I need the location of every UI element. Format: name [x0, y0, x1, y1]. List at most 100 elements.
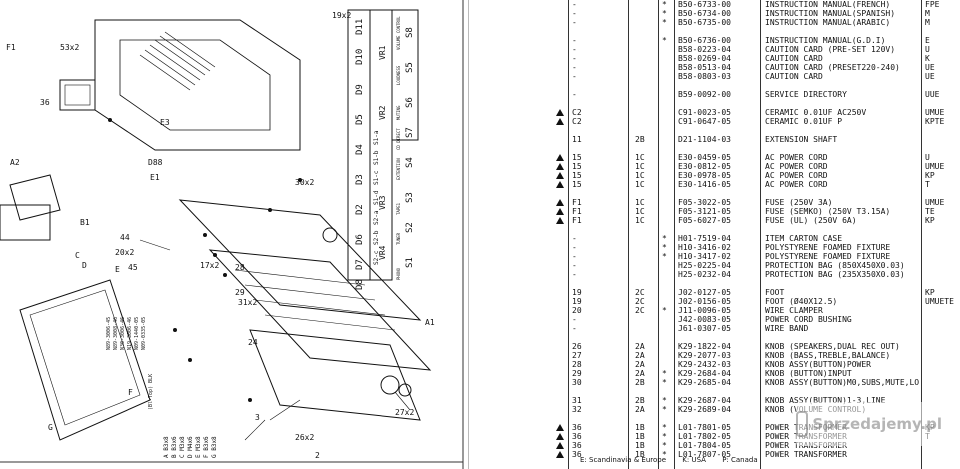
cell-new: *	[662, 378, 667, 387]
part-callout: D	[82, 261, 87, 270]
cell-pos: 1B	[635, 423, 645, 432]
cell-desc: INSTRUCTION MANUAL(ARABIC)	[765, 18, 891, 27]
warning-triangle-icon	[556, 163, 564, 170]
cell-part: F05-3121-05	[678, 207, 731, 216]
part-callout: A1	[425, 318, 435, 327]
part-callout: 45	[128, 263, 138, 272]
cell-desc: INSTRUCTION MANUAL(G.D.I)	[765, 36, 886, 45]
cell-part: K29-2684-04	[678, 369, 731, 378]
cell-pos: 2A	[635, 360, 645, 369]
cell-dest: U	[925, 153, 930, 162]
switch-caption: PHONO	[396, 267, 401, 280]
safety-warning-icon	[556, 441, 566, 451]
cell-ref: 27	[572, 351, 582, 360]
selector-label: S1-a	[373, 130, 380, 145]
safety-warning-icon	[556, 207, 566, 217]
cell-pos: 1C	[635, 216, 645, 225]
switch-caption: CD DIRECT	[396, 128, 401, 150]
cell-ref: 11	[572, 135, 582, 144]
part-callout: B1	[80, 218, 90, 227]
cell-new: *	[662, 450, 667, 459]
cell-desc: KNOB (BUTTON)INPUT	[765, 369, 852, 378]
safety-warning-icon	[556, 108, 566, 118]
cell-ref: -	[572, 18, 577, 27]
cell-ref: -	[572, 63, 577, 72]
safety-warning-icon	[556, 450, 566, 460]
cell-ref: -	[572, 36, 577, 45]
cell-desc: CERAMIC 0.01UF P	[765, 117, 843, 126]
cell-part: J02-0156-05	[678, 297, 731, 306]
cell-part: L01-7801-05	[678, 423, 731, 432]
switch-label: S3	[405, 192, 415, 203]
cell-desc: AC POWER CORD	[765, 153, 828, 162]
cell-desc: INSTRUCTION MANUAL(SPANISH)	[765, 9, 896, 18]
cell-desc: KNOB ASSY(BUTTON)M0,SUBS,MUTE,LO	[765, 378, 920, 387]
table-row	[540, 189, 960, 198]
switch-caption: TUNER	[396, 232, 401, 245]
vr-label: VR4	[378, 245, 387, 260]
part-callout: 26x2	[295, 433, 314, 442]
cell-part: K29-2077-03	[678, 351, 731, 360]
column-rule	[658, 0, 659, 469]
safety-warning-icon	[556, 171, 566, 181]
cell-part: J42-0083-05	[678, 315, 731, 324]
cell-ref: 19	[572, 288, 582, 297]
cell-desc: KNOB (SPEAKERS,DUAL REC OUT)	[765, 342, 900, 351]
table-row	[540, 333, 960, 342]
cell-ref: -	[572, 243, 577, 252]
legend-usa: K: USA	[682, 456, 706, 464]
cell-ref: F1	[572, 216, 582, 225]
note-line: N30-3006-46	[120, 317, 126, 350]
part-callout: 29	[235, 288, 245, 297]
cell-part: B58-0513-04	[678, 63, 731, 72]
cell-ref: 30	[572, 378, 582, 387]
warning-triangle-icon	[556, 109, 564, 116]
cell-desc: KNOB ASSY(BUTTON)1-3,LINE	[765, 396, 886, 405]
screw-legend: B B3x6	[171, 436, 178, 458]
note-line: N09-1440-05	[134, 317, 140, 350]
cell-ref: -	[572, 0, 577, 9]
cell-ref: F1	[572, 198, 582, 207]
cell-new: *	[662, 441, 667, 450]
warning-triangle-icon	[556, 172, 564, 179]
cell-new: *	[662, 405, 667, 414]
legend-europe: E: Scandinavia & Europe	[580, 456, 667, 464]
switch-caption: VOLUME CONTROL	[396, 16, 401, 50]
led-label: D7	[355, 259, 365, 270]
cell-part: C91-0023-05	[678, 108, 731, 117]
cell-dest: M	[925, 9, 930, 18]
cell-desc: PROTECTION BAG (235X350X0.03)	[765, 270, 905, 279]
selector-label: S2-c	[373, 250, 380, 265]
cell-dest: UUE	[925, 90, 940, 99]
cell-pos: 2B	[635, 378, 645, 387]
cell-desc: FUSE (UL) (250V 6A)	[765, 216, 857, 225]
cell-new: *	[662, 36, 667, 45]
page-divider	[468, 0, 469, 469]
selector-label: S1-b	[373, 150, 380, 165]
cell-pos: 1B	[635, 432, 645, 441]
cell-part: B59-0092-00	[678, 90, 731, 99]
cell-desc: FUSE (250V 3A)	[765, 198, 833, 207]
cell-part: B58-0803-03	[678, 72, 731, 81]
watermark-text: Sprzedajemy.pl	[812, 415, 942, 433]
part-callout: D88	[148, 158, 163, 167]
cell-part: B58-0223-04	[678, 45, 731, 54]
cell-new: *	[662, 18, 667, 27]
cell-desc: AC POWER CORD	[765, 180, 828, 189]
note-line: N89-3006-45	[106, 317, 112, 350]
column-rule	[568, 0, 569, 469]
cell-desc: WIRE CLAMPER	[765, 306, 823, 315]
led-label: D8	[355, 279, 365, 290]
led-label: D10	[355, 49, 365, 65]
part-callout: 3	[255, 413, 260, 422]
table-row	[540, 27, 960, 36]
cell-part: F05-3022-05	[678, 198, 731, 207]
cell-pos: 1C	[635, 153, 645, 162]
cell-part: K29-1822-04	[678, 342, 731, 351]
legend-canada: P: Canada	[722, 456, 758, 464]
cell-part: B58-0269-04	[678, 54, 731, 63]
